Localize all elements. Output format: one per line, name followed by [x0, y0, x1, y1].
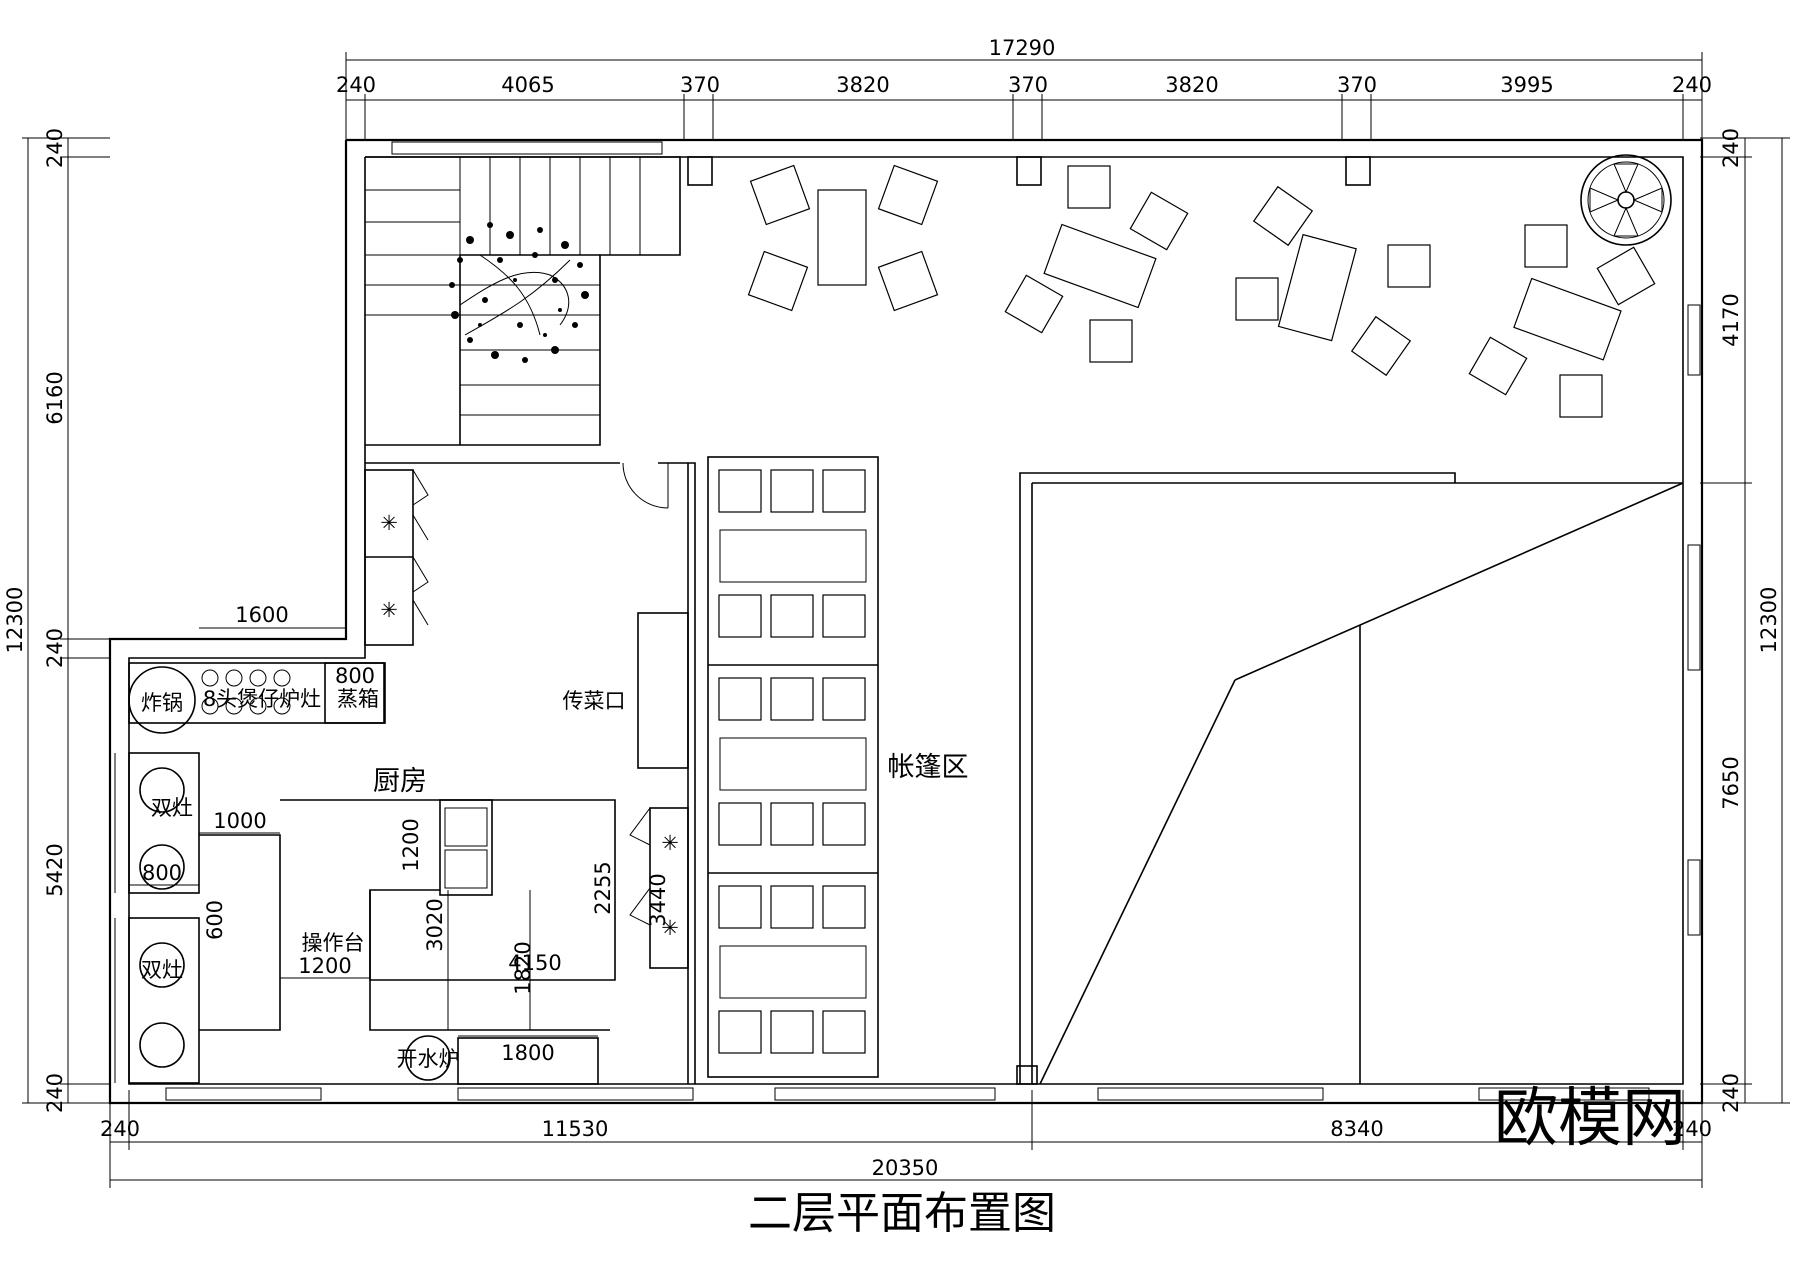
label-fryer: 炸锅 — [141, 691, 183, 715]
chair-icon — [1524, 224, 1568, 268]
dim-top-seg-4: 3820 — [836, 73, 889, 97]
dim-1200-a: 1200 — [399, 818, 423, 871]
kitchen-walls — [365, 462, 696, 1084]
svg-text:✳: ✳ — [380, 511, 398, 535]
label-kitchen: 厨房 — [373, 766, 427, 797]
dim-1200-b: 1200 — [298, 954, 351, 978]
dim-right-seg-1: 240 — [1719, 128, 1743, 168]
chair-icon — [1089, 319, 1133, 363]
dim-top-seg-6: 3820 — [1165, 73, 1218, 97]
dim-1600: 1600 — [235, 603, 288, 627]
tent-area-lines — [1019, 472, 1684, 1085]
dim-left-seg-4: 5420 — [43, 843, 67, 896]
dim-top-seg-3: 370 — [680, 73, 720, 97]
dim-top-seg-8: 3995 — [1500, 73, 1553, 97]
dim-right-seg-3: 7650 — [1719, 756, 1743, 809]
dim-1000: 1000 — [213, 809, 266, 833]
fridge-units: ✳ ✳ — [364, 469, 429, 646]
dim-bottom-seg-1: 240 — [100, 1117, 140, 1141]
top-dimensions: 17290 240 4065 370 3820 370 3820 370 399… — [336, 36, 1712, 140]
dim-4150: 4150 — [508, 951, 561, 975]
chair-icon — [1252, 185, 1314, 247]
dim-top-seg-5: 370 — [1008, 73, 1048, 97]
dim-left-seg-1: 240 — [43, 128, 67, 168]
dim-right-total: 12300 — [1757, 587, 1781, 654]
dim-left-seg-5: 240 — [43, 1073, 67, 1113]
dim-top-seg-9: 240 — [1672, 73, 1712, 97]
chair-icon — [1387, 244, 1431, 288]
chair-icon — [1067, 165, 1111, 209]
dim-right-seg-2: 4170 — [1719, 293, 1743, 346]
svg-text:✳: ✳ — [661, 831, 679, 855]
bottom-dimensions: 240 11530 8340 240 20350 — [100, 1090, 1712, 1188]
table — [817, 189, 867, 286]
drawing-title: 二层平面布置图 — [748, 1188, 1056, 1239]
dim-left-total: 12300 — [3, 587, 27, 654]
dim-bottom-seg-2: 11530 — [542, 1117, 609, 1141]
watermark-logo: 欧模网 — [1494, 1082, 1686, 1156]
table — [1043, 223, 1157, 309]
label-stove-8: 8头煲仔炉灶 — [203, 687, 321, 711]
chair-icon — [1235, 277, 1279, 321]
dim-left-seg-3: 240 — [43, 628, 67, 668]
staircase — [365, 156, 681, 446]
dim-600: 600 — [203, 900, 227, 940]
label-double-stove-1: 双灶 — [151, 796, 193, 820]
chair-icon — [1596, 246, 1656, 306]
chair-icon — [749, 164, 811, 226]
label-tent-area: 帐篷区 — [888, 752, 969, 783]
svg-text:✳: ✳ — [380, 598, 398, 622]
right-dimensions: 12300 240 4170 7650 240 — [1700, 128, 1790, 1113]
inner-dimensions: 1600 800 1000 800 600 1200 1200 3020 182… — [129, 603, 670, 1065]
dim-2255: 2255 — [591, 861, 615, 914]
dim-3440: 3440 — [646, 873, 670, 926]
dim-left-seg-2: 6160 — [43, 371, 67, 424]
dim-top-total: 17290 — [989, 36, 1056, 60]
label-steamer: 蒸箱 — [337, 687, 379, 711]
dim-1800: 1800 — [501, 1041, 554, 1065]
chair-icon — [1129, 191, 1189, 251]
dim-top-seg-2: 4065 — [501, 73, 554, 97]
outer-walls — [108, 138, 1704, 1105]
chair-icon — [877, 250, 939, 312]
label-double-stove-2: 双灶 — [141, 958, 183, 982]
chair-icon — [1004, 274, 1064, 334]
dim-800-b: 800 — [142, 861, 182, 885]
dim-bottom-seg-3: 8340 — [1330, 1117, 1383, 1141]
chair-icon — [1559, 374, 1603, 418]
left-dimensions: 12300 240 6160 240 5420 240 — [3, 128, 110, 1113]
table — [1277, 233, 1357, 342]
dim-bottom-seg-4: 240 — [1672, 1117, 1712, 1141]
label-boiler: 开水炉 — [397, 1047, 460, 1071]
fan-icon — [1580, 154, 1672, 246]
dim-right-seg-4: 240 — [1719, 1073, 1743, 1113]
dim-800-a: 800 — [335, 664, 375, 688]
booth-seating — [707, 456, 879, 1078]
chair-icon — [877, 164, 939, 226]
label-serving-window: 传菜口 — [563, 689, 626, 713]
chair-icon — [1468, 336, 1528, 396]
dim-1820: 1820 — [511, 941, 535, 994]
dim-top-seg-7: 370 — [1337, 73, 1377, 97]
cooking-line: 炸锅 8头煲仔炉灶 蒸箱 双灶 双灶 — [114, 662, 386, 1084]
dim-3020: 3020 — [423, 898, 447, 951]
terrace-furniture — [747, 154, 1672, 418]
dim-bottom-total: 20350 — [872, 1156, 939, 1180]
chair-icon — [747, 250, 809, 312]
svg-text:✳: ✳ — [661, 916, 679, 940]
dim-top-seg-1: 240 — [336, 73, 376, 97]
chair-icon — [1350, 315, 1412, 377]
tree-icon — [449, 222, 589, 363]
fridge-units-right: ✳ ✳ — [629, 807, 689, 969]
label-workbench: 操作台 — [302, 931, 365, 955]
table — [1513, 277, 1622, 361]
